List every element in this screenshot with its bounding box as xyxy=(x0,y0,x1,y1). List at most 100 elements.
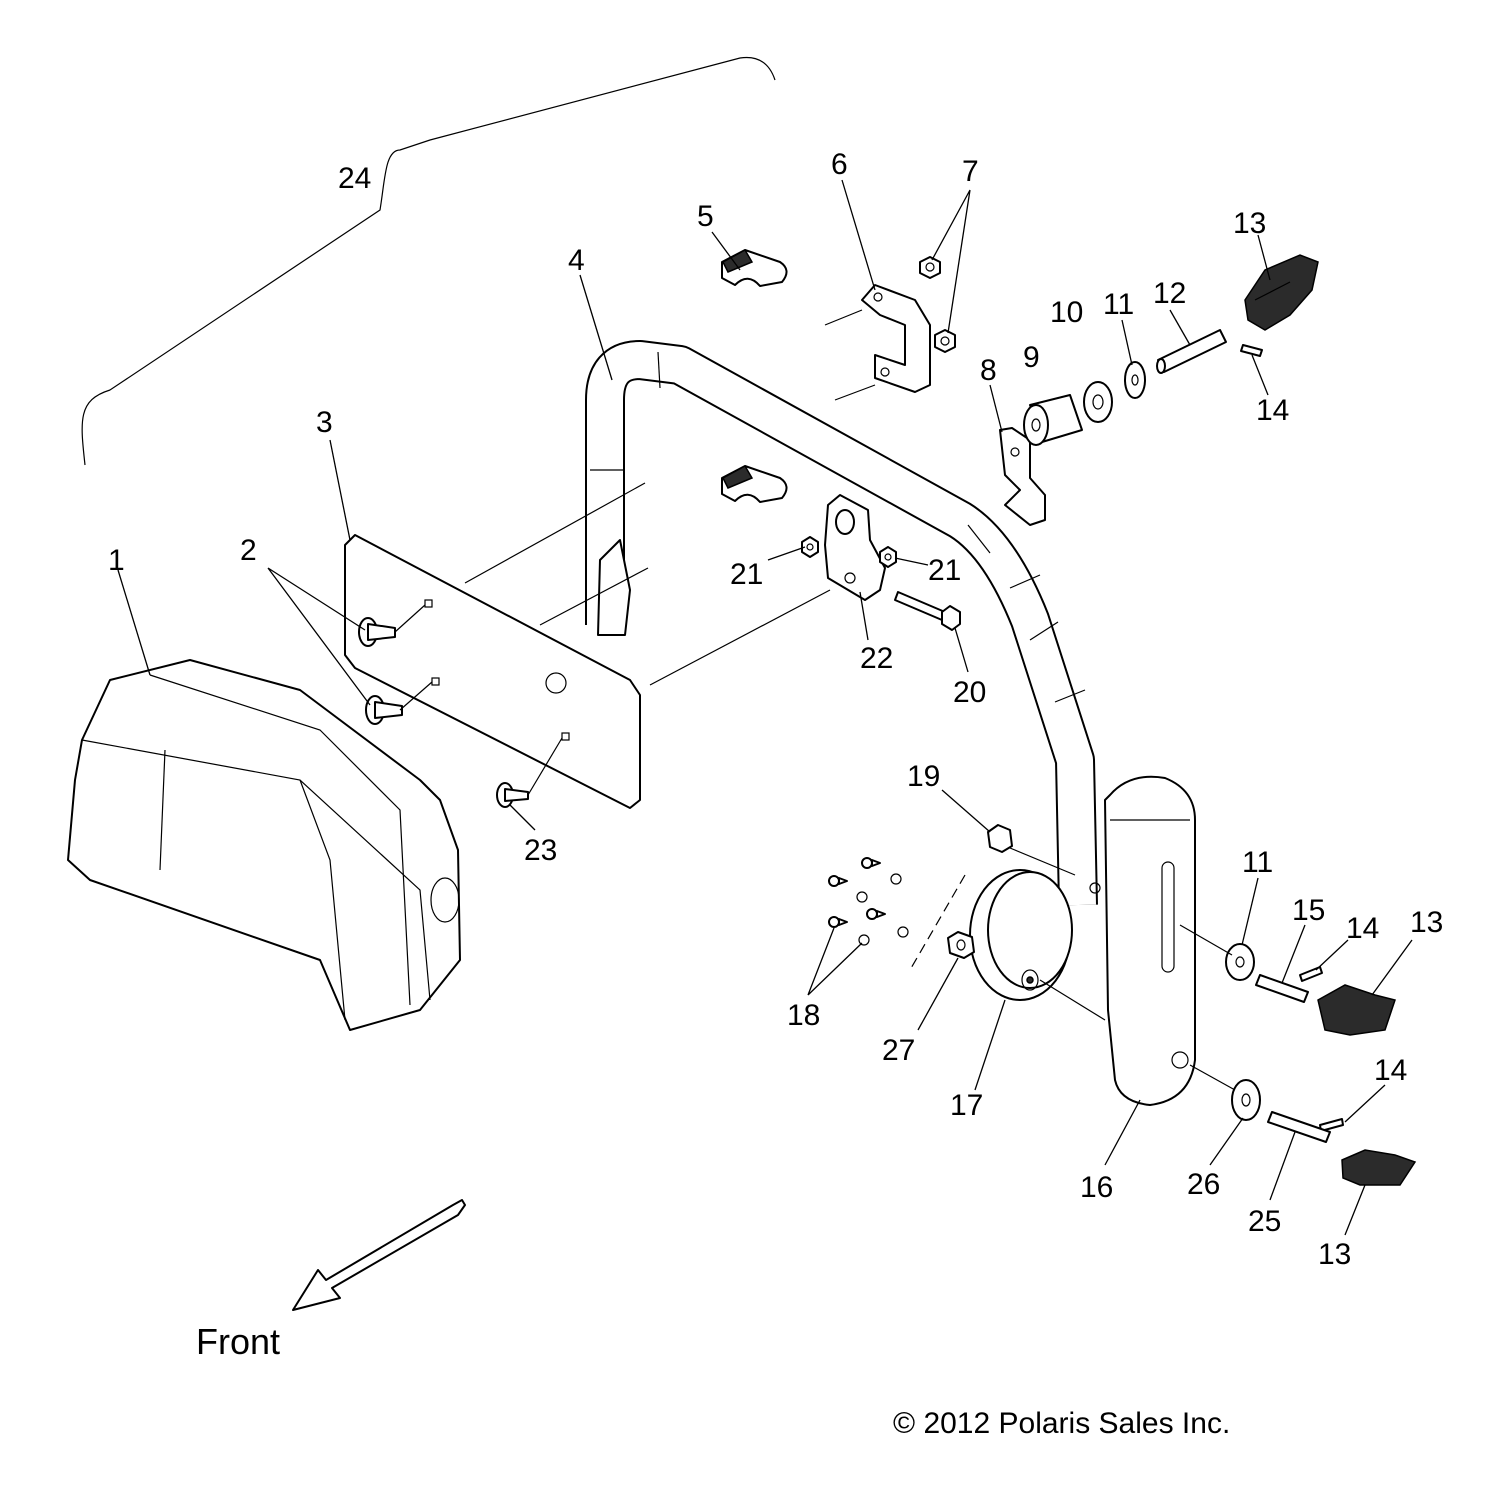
part-9-bushing xyxy=(1023,394,1083,446)
callout-11-upper: 11 xyxy=(1103,288,1134,321)
assembly-bracket xyxy=(81,56,776,466)
callout-10: 10 xyxy=(1050,296,1083,329)
leader-13a xyxy=(1257,234,1271,281)
part-20-bolt xyxy=(894,591,961,631)
leader-22 xyxy=(859,591,869,641)
callout-27: 27 xyxy=(882,1034,915,1067)
part-1-backrest-pad xyxy=(67,659,461,1031)
callout-2: 2 xyxy=(240,534,257,567)
part-6-bracket xyxy=(861,284,931,393)
callout-12: 12 xyxy=(1153,277,1186,310)
callout-14-lower: 14 xyxy=(1374,1054,1407,1087)
explode-line xyxy=(399,681,433,711)
part-2-fastener-upper xyxy=(358,617,396,647)
part-21-nut-left xyxy=(801,536,819,558)
callout-25: 25 xyxy=(1248,1205,1281,1238)
front-arrow-icon xyxy=(292,1199,466,1311)
leader-11a xyxy=(1121,319,1133,366)
leader-25 xyxy=(1269,1131,1296,1201)
callout-13-upper: 13 xyxy=(1233,207,1266,240)
callout-11-lower: 11 xyxy=(1242,846,1273,879)
explode-line xyxy=(527,737,563,796)
explode-line xyxy=(824,309,863,326)
part-14-pin-middle xyxy=(1299,966,1323,982)
part-11-washer-lower xyxy=(1225,943,1255,981)
callout-4: 4 xyxy=(568,244,585,277)
part-5-clamp-lower xyxy=(721,464,788,503)
part-16-arm xyxy=(1104,775,1196,1106)
leader-27 xyxy=(917,957,959,1031)
callout-13-middle: 13 xyxy=(1410,906,1443,939)
callout-14-middle: 14 xyxy=(1346,912,1379,945)
part-25-pin xyxy=(1267,1111,1331,1143)
callout-6: 6 xyxy=(831,148,848,181)
callout-14-upper: 14 xyxy=(1256,394,1289,427)
front-label: Front xyxy=(196,1321,280,1362)
part-22-mount-bracket xyxy=(824,494,886,601)
part-3-back-plate xyxy=(344,534,641,809)
leader-12 xyxy=(1169,309,1191,346)
part-21-nut-right xyxy=(879,546,897,568)
callout-8: 8 xyxy=(980,354,997,387)
callout-21-left: 21 xyxy=(730,558,763,591)
leader-11b xyxy=(1241,877,1259,946)
part-10-bushing xyxy=(1083,381,1113,423)
callout-9: 9 xyxy=(1023,341,1040,374)
callout-5: 5 xyxy=(697,200,714,233)
explode-line xyxy=(394,604,426,633)
leader-13c xyxy=(1344,1184,1366,1236)
callout-26: 26 xyxy=(1187,1168,1220,1201)
leader-13b xyxy=(1371,939,1413,996)
part-2-fastener-lower xyxy=(365,695,403,725)
leader-26 xyxy=(1209,1117,1244,1166)
callout-18: 18 xyxy=(787,999,820,1032)
explode-line xyxy=(464,482,646,584)
part-26-washer xyxy=(1231,1079,1261,1121)
leader-4 xyxy=(579,274,613,381)
callout-17: 17 xyxy=(950,1089,983,1122)
part-11-washer-upper xyxy=(1124,361,1146,399)
callout-7: 7 xyxy=(962,155,979,188)
part-7-nut-upper xyxy=(919,256,941,279)
callout-15: 15 xyxy=(1292,894,1325,927)
part-7-nut-lower xyxy=(934,329,956,353)
leader-16 xyxy=(1104,1099,1141,1166)
part-13-latch-middle xyxy=(1317,984,1396,1036)
explode-line xyxy=(1189,1064,1236,1091)
callout-13-lower: 13 xyxy=(1318,1238,1351,1271)
part-4-tube-frame xyxy=(585,340,1101,906)
explode-line xyxy=(909,874,966,971)
part-5-clamp-upper xyxy=(721,248,788,287)
part-14-pin-upper xyxy=(1240,344,1263,357)
callout-3: 3 xyxy=(316,406,333,439)
explode-line xyxy=(649,589,831,686)
callout-21-right: 21 xyxy=(928,554,961,587)
leader-5 xyxy=(711,231,741,271)
leader-21b xyxy=(894,557,929,566)
callout-22: 22 xyxy=(860,642,893,675)
leader-7 xyxy=(931,189,971,334)
part-17-roller xyxy=(969,869,1073,1001)
part-13-latch-lower xyxy=(1341,1149,1417,1186)
callout-20: 20 xyxy=(953,676,986,709)
part-18-screws-washers xyxy=(828,857,909,946)
explode-line xyxy=(834,384,876,401)
leader-17 xyxy=(974,999,1006,1091)
callout-24: 24 xyxy=(338,162,371,195)
leader-1 xyxy=(117,569,151,676)
leader-21a xyxy=(767,546,806,561)
leader-14b xyxy=(1315,939,1349,971)
part-13-latch-upper xyxy=(1244,254,1319,331)
part-19-nut xyxy=(987,824,1013,853)
explode-line xyxy=(1039,979,1106,1021)
copyright-text: © 2012 Polaris Sales Inc. xyxy=(893,1407,1230,1440)
callout-23: 23 xyxy=(524,834,557,867)
part-15-pin xyxy=(1255,974,1309,1003)
part-12-pin xyxy=(1156,329,1227,374)
callout-16: 16 xyxy=(1080,1171,1113,1204)
part-8-bracket xyxy=(999,427,1046,526)
leader-18 xyxy=(807,927,863,996)
explode-line xyxy=(1179,924,1233,956)
callout-1: 1 xyxy=(108,544,125,577)
leader-8 xyxy=(989,384,1003,433)
